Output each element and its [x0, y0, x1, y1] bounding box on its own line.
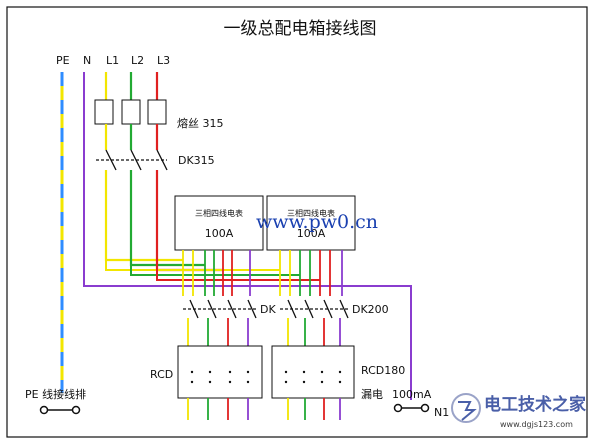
main-switch-label: DK315 [178, 154, 215, 167]
meter-1-label: 三相四线电表 [195, 208, 243, 218]
pe-terminal-bar [39, 405, 81, 415]
diagram-border [6, 6, 588, 438]
main-switch-dk315 [96, 149, 168, 171]
branch-switch-left [183, 299, 257, 319]
branch-switch-right-label: DK200 [352, 303, 389, 316]
meter-2-leads [279, 250, 343, 296]
meter-2-label: 三相四线电表 [287, 208, 335, 218]
energy-meter-2: 三相四线电表 100A [266, 195, 356, 251]
meter-1-leads [182, 250, 251, 296]
rcd-left [177, 345, 263, 399]
diagram-title: 一级总配电箱接线图 [224, 19, 377, 39]
fuse-block [94, 99, 167, 125]
label-l3: L3 [157, 54, 170, 67]
pe-bar-label: PE 线接线排 [25, 387, 86, 401]
label-l1: L1 [106, 54, 119, 67]
branch-switch-left-label: DK [260, 303, 276, 316]
rcd-right-label: RCD180 [361, 364, 405, 377]
branch-switch-right [280, 299, 349, 319]
neutral-conductor [83, 72, 412, 400]
watermark-text: www.pw0.cn [256, 211, 378, 233]
rcd-right [271, 345, 355, 399]
rcd-left-label: RCD [150, 368, 173, 381]
leakage-rating: 100mA [392, 388, 432, 401]
meter-1-rating: 100A [205, 227, 234, 240]
n1-label: N1 [434, 406, 449, 419]
label-n: N [83, 54, 91, 67]
fuse-label: 熔丝 315 [177, 116, 224, 130]
logo-text: 电工技术之家 [484, 394, 586, 415]
leakage-label: 漏电 [361, 388, 383, 401]
n1-terminal [393, 403, 430, 413]
site-logo: 电工技术之家 www.dgjs123.com [451, 393, 586, 429]
label-pe: PE [56, 54, 70, 67]
meter-2-rating: 100A [297, 227, 326, 240]
energy-meter-1: 三相四线电表 100A [174, 195, 264, 251]
logo-url: www.dgjs123.com [500, 420, 573, 429]
label-l2: L2 [131, 54, 144, 67]
